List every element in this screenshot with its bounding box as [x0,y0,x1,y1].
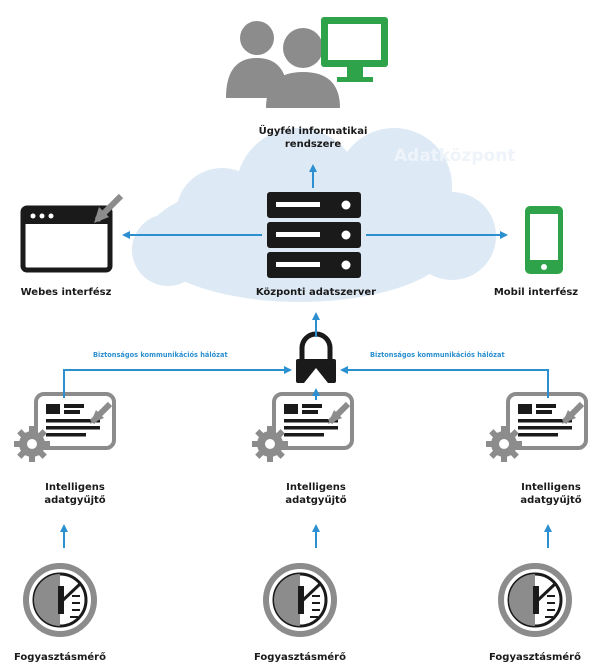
secure-network-label-left: Biztonságos kommunikációs hálózat [93,351,228,359]
collector-left-icon [14,394,114,462]
smartphone-icon [525,206,563,274]
meter-left-label: Fogyasztásmérő [14,652,106,663]
collector-right-icon [486,394,586,462]
collector-left-label: Intelligens adatgyűjtő [44,482,106,506]
server-rack-icon [267,192,361,278]
collector-center-icon [252,394,352,462]
users-icon [226,21,340,108]
datacenter-cloud [132,128,496,302]
central-server-label: Központi adatszerver [255,287,377,298]
customer-it-label: Ügyfél informatikai rendszere [258,126,368,150]
collector-right-label: Intelligens adatgyűjtő [520,482,582,506]
mobile-interface-label: Mobil interfész [493,287,579,298]
monitor-icon [321,17,388,82]
connection-lines [60,164,552,548]
browser-window-icon [20,193,124,273]
meter-center-icon [266,566,334,634]
meter-center-label: Fogyasztásmérő [254,652,346,663]
meter-left-icon [26,566,94,634]
padlock-icon [296,331,336,383]
secure-network-label-right: Biztonságos kommunikációs hálózat [370,351,505,359]
meter-right-icon [501,566,569,634]
meter-right-label: Fogyasztásmérő [489,652,581,663]
datacenter-label: Adatközpont [394,146,516,166]
web-interface-label: Webes interfész [20,287,112,298]
collector-center-label: Intelligens adatgyűjtő [285,482,347,506]
